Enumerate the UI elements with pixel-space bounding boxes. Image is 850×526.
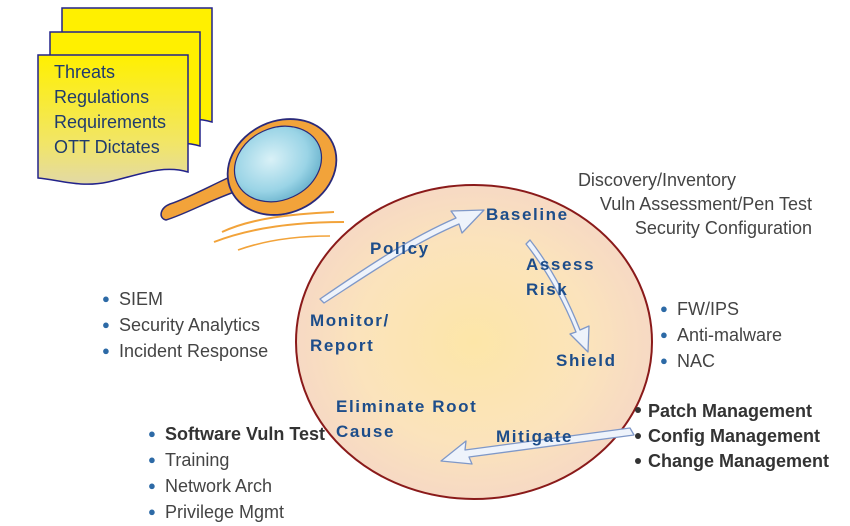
mitigate-connector-dots (635, 407, 641, 464)
document-page-front (37, 54, 189, 185)
magnifier-handle (160, 175, 242, 221)
document-line-regulations: Regulations (54, 87, 150, 107)
list-item: ●Training (148, 447, 325, 473)
mitigate-practices-list: Patch Management Config Management Chang… (648, 399, 829, 474)
bullet-icon: ● (102, 291, 110, 306)
list-item: ●Privilege Mgmt (148, 499, 325, 525)
list-item: Patch Management (648, 401, 813, 421)
bullet-icon: ● (102, 343, 110, 358)
document-stack (37, 7, 213, 185)
stage-baseline: Baseline (486, 205, 569, 224)
baseline-activities: Discovery/Inventory Vuln Assessment/Pen … (578, 168, 812, 240)
list-item: Change Management (648, 451, 830, 471)
stage-assess-label: Assess (526, 255, 596, 274)
cycle-arrows (319, 209, 635, 465)
arrow-mitigate-to-root-cause (440, 427, 635, 465)
arrow-policy-to-baseline (319, 209, 485, 304)
document-line-ott-dictates: OTT Dictates (54, 137, 160, 157)
magnifying-glass-icon (160, 118, 345, 251)
stage-eliminate-label: Eliminate Root (336, 397, 478, 416)
stage-cause-label: Cause (336, 422, 396, 441)
bullet-icon: ● (148, 504, 156, 519)
bullet-icon: ● (660, 327, 668, 342)
list-item: ●FW/IPS (660, 296, 782, 322)
stage-assess-risk: Assess Risk (526, 252, 595, 302)
arrow-baseline-to-shield (525, 239, 590, 353)
bullet-icon: ● (660, 353, 668, 368)
stage-mitigate: Mitigate (496, 427, 574, 446)
stage-report-label: Report (310, 336, 375, 355)
stage-shield: Shield (556, 351, 617, 370)
root-cause-actions-list: ●Software Vuln Test ●Training ●Network A… (148, 421, 325, 525)
stage-monitor-label: Monitor/ (310, 311, 390, 330)
stage-policy: Policy (370, 239, 430, 258)
bullet-icon: ● (148, 478, 156, 493)
list-item: ●NAC (660, 348, 782, 374)
magnifier-swoosh (221, 211, 335, 233)
document-line-threats: Threats (54, 62, 116, 82)
list-item: ●Anti-malware (660, 322, 782, 348)
stage-eliminate-root-cause: Eliminate Root Cause (336, 394, 477, 444)
bullet-icon: ● (660, 301, 668, 316)
stage-risk-label: Risk (526, 280, 569, 299)
activity-vuln-assessment: Vuln Assessment/Pen Test (599, 194, 812, 214)
list-item: ●Incident Response (102, 338, 268, 364)
document-line-requirements: Requirements (54, 112, 167, 132)
magnifier-swoosh (213, 221, 345, 243)
list-item: ●SIEM (102, 286, 268, 312)
activity-discovery-inventory: Discovery/Inventory (577, 170, 736, 190)
bullet-icon: ● (148, 452, 156, 467)
document-text: Threats Regulations Requirements OTT Dic… (54, 60, 166, 160)
list-item: ●Security Analytics (102, 312, 268, 338)
list-item: Config Management (648, 426, 821, 446)
monitor-tools-list: ●SIEM ●Security Analytics ●Incident Resp… (102, 286, 268, 364)
bullet-icon: ● (148, 426, 156, 441)
bullet-icon: ● (102, 317, 110, 332)
list-item: ●Network Arch (148, 473, 325, 499)
shield-controls-list: ●FW/IPS ●Anti-malware ●NAC (660, 296, 782, 374)
stage-monitor-report: Monitor/ Report (310, 308, 390, 358)
activity-security-configuration: Security Configuration (634, 218, 812, 238)
magnifier-lens (233, 125, 323, 203)
list-item: ●Software Vuln Test (148, 421, 325, 447)
magnifier-swoosh (237, 235, 331, 251)
